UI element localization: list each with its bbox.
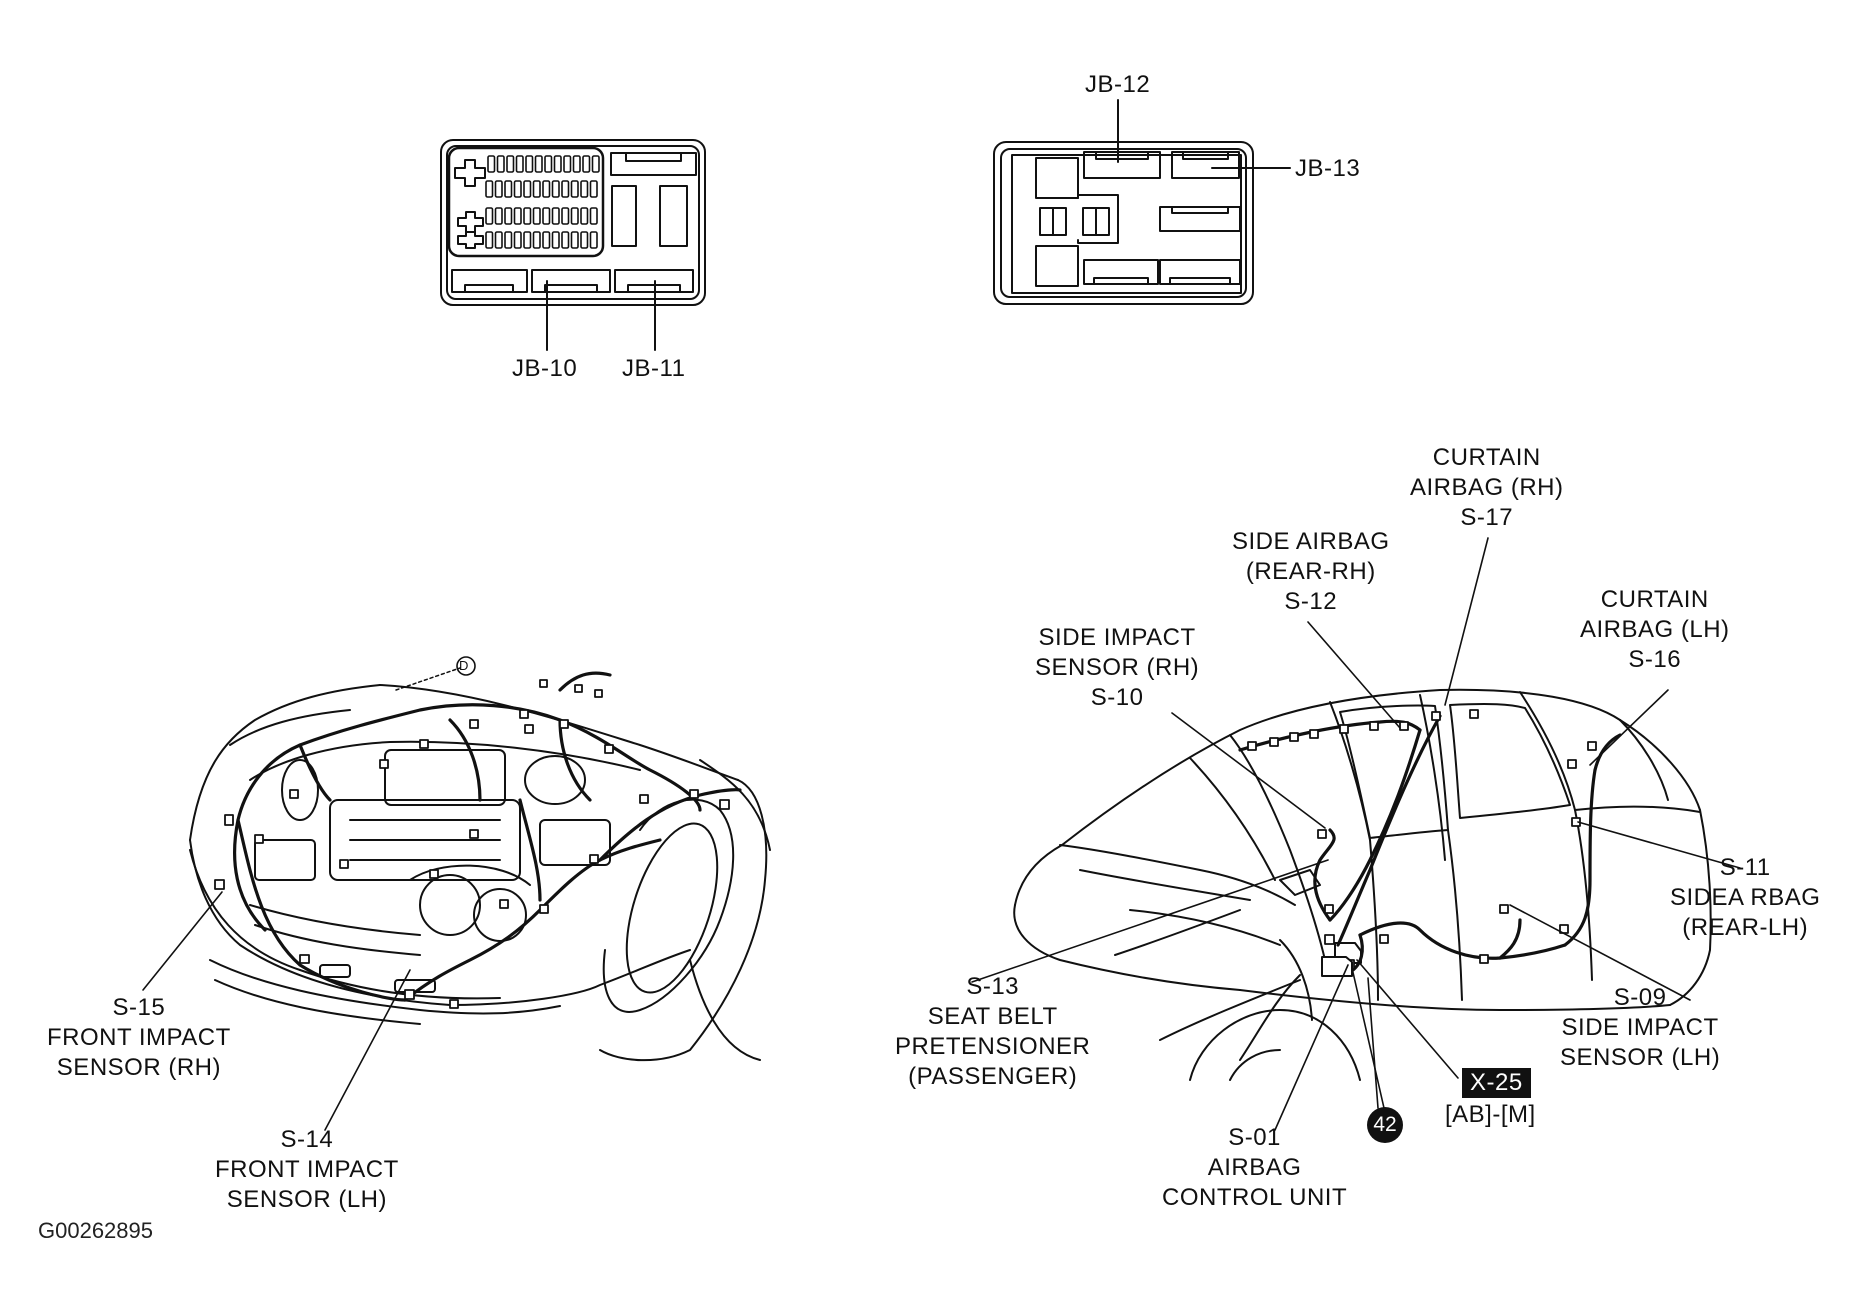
label-jb-11: JB-11 bbox=[622, 355, 686, 382]
fuse-cell bbox=[523, 207, 532, 225]
fuse-cell bbox=[561, 231, 570, 249]
fuse-cell bbox=[591, 155, 600, 173]
leader-s14 bbox=[324, 969, 411, 1131]
fuse-cell bbox=[504, 231, 513, 249]
fuse-cell bbox=[570, 231, 579, 249]
marker-d-circle bbox=[456, 656, 476, 676]
fuse-cell bbox=[580, 180, 589, 198]
fuse-cell bbox=[551, 180, 560, 198]
marker-d-leader bbox=[395, 667, 461, 691]
fuse-cell bbox=[561, 180, 570, 198]
fuse-cell bbox=[513, 207, 522, 225]
fuse-cell bbox=[532, 231, 541, 249]
leader-s13 bbox=[971, 859, 1329, 983]
fuse-cell bbox=[513, 231, 522, 249]
leader-ground42 bbox=[1351, 967, 1385, 1109]
vehicle-front-view bbox=[189, 684, 771, 1062]
fuse-cell bbox=[589, 231, 598, 249]
leader-s09 bbox=[1509, 904, 1691, 1001]
fuse-cell bbox=[589, 180, 598, 198]
junction-box-left bbox=[440, 139, 706, 351]
leader-s16 bbox=[1589, 689, 1669, 766]
vehicle-side-view bbox=[1013, 688, 1712, 1081]
fuse-cell bbox=[494, 180, 503, 198]
fuse-cell bbox=[589, 207, 598, 225]
fuse-cell bbox=[542, 207, 551, 225]
leader-x25 bbox=[1356, 959, 1459, 1079]
fuse-cell bbox=[582, 155, 591, 173]
fuse-cell bbox=[553, 155, 562, 173]
fuse-cell bbox=[485, 231, 494, 249]
fuse-cell bbox=[485, 180, 494, 198]
fuse-cell bbox=[513, 180, 522, 198]
front-harness bbox=[233, 671, 742, 1002]
fuse-cell bbox=[534, 155, 543, 173]
label-jb-12: JB-12 bbox=[1085, 71, 1151, 98]
fuse-cell bbox=[494, 231, 503, 249]
leader-s15 bbox=[142, 891, 223, 991]
connector-system: [AB]-[M] bbox=[1445, 1101, 1536, 1128]
fuse-cell bbox=[570, 207, 579, 225]
fuse-cell bbox=[485, 207, 494, 225]
ground-point-badge: 42 bbox=[1367, 1107, 1403, 1143]
fuse-cell bbox=[551, 207, 560, 225]
leader-s12 bbox=[1307, 621, 1401, 729]
fuse-cell bbox=[544, 155, 553, 173]
fuse-cell bbox=[542, 231, 551, 249]
label-s12: SIDE AIRBAG(REAR-RH)S-12 bbox=[1232, 528, 1390, 615]
connector-code: X-25 bbox=[1462, 1068, 1531, 1098]
fuse-cell bbox=[523, 231, 532, 249]
fuse-cell bbox=[487, 155, 496, 173]
fuse-cell bbox=[580, 231, 589, 249]
fuse-cell bbox=[561, 207, 570, 225]
fuse-grid bbox=[485, 155, 600, 249]
label-jb-13: JB-13 bbox=[1295, 155, 1361, 182]
reference-id: G00262895 bbox=[38, 1218, 153, 1243]
fuse-cell bbox=[542, 180, 551, 198]
fuse-cell bbox=[532, 207, 541, 225]
leader-s17 bbox=[1444, 537, 1489, 706]
leader-s10 bbox=[1171, 712, 1326, 829]
fuse-cell bbox=[580, 207, 589, 225]
fuse-cell bbox=[504, 180, 513, 198]
fuse-cell bbox=[570, 180, 579, 198]
fuse-cell bbox=[551, 231, 560, 249]
leader-s11 bbox=[1577, 821, 1741, 869]
junction-box-right bbox=[993, 99, 1291, 305]
fuse-cell bbox=[563, 155, 572, 173]
fuse-cell bbox=[494, 207, 503, 225]
label-jb-10: JB-10 bbox=[512, 355, 578, 382]
fuse-cell bbox=[532, 180, 541, 198]
marker-d-label: D bbox=[459, 658, 469, 673]
fuse-cell bbox=[496, 155, 505, 173]
fuse-cell bbox=[523, 180, 532, 198]
fuse-cell bbox=[504, 207, 513, 225]
front-connectors bbox=[214, 679, 730, 1009]
fuse-cell bbox=[515, 155, 524, 173]
fuse-cell bbox=[572, 155, 581, 173]
leader-s01 bbox=[1274, 964, 1349, 1131]
fuse-cell bbox=[506, 155, 515, 173]
fuse-cell bbox=[525, 155, 534, 173]
